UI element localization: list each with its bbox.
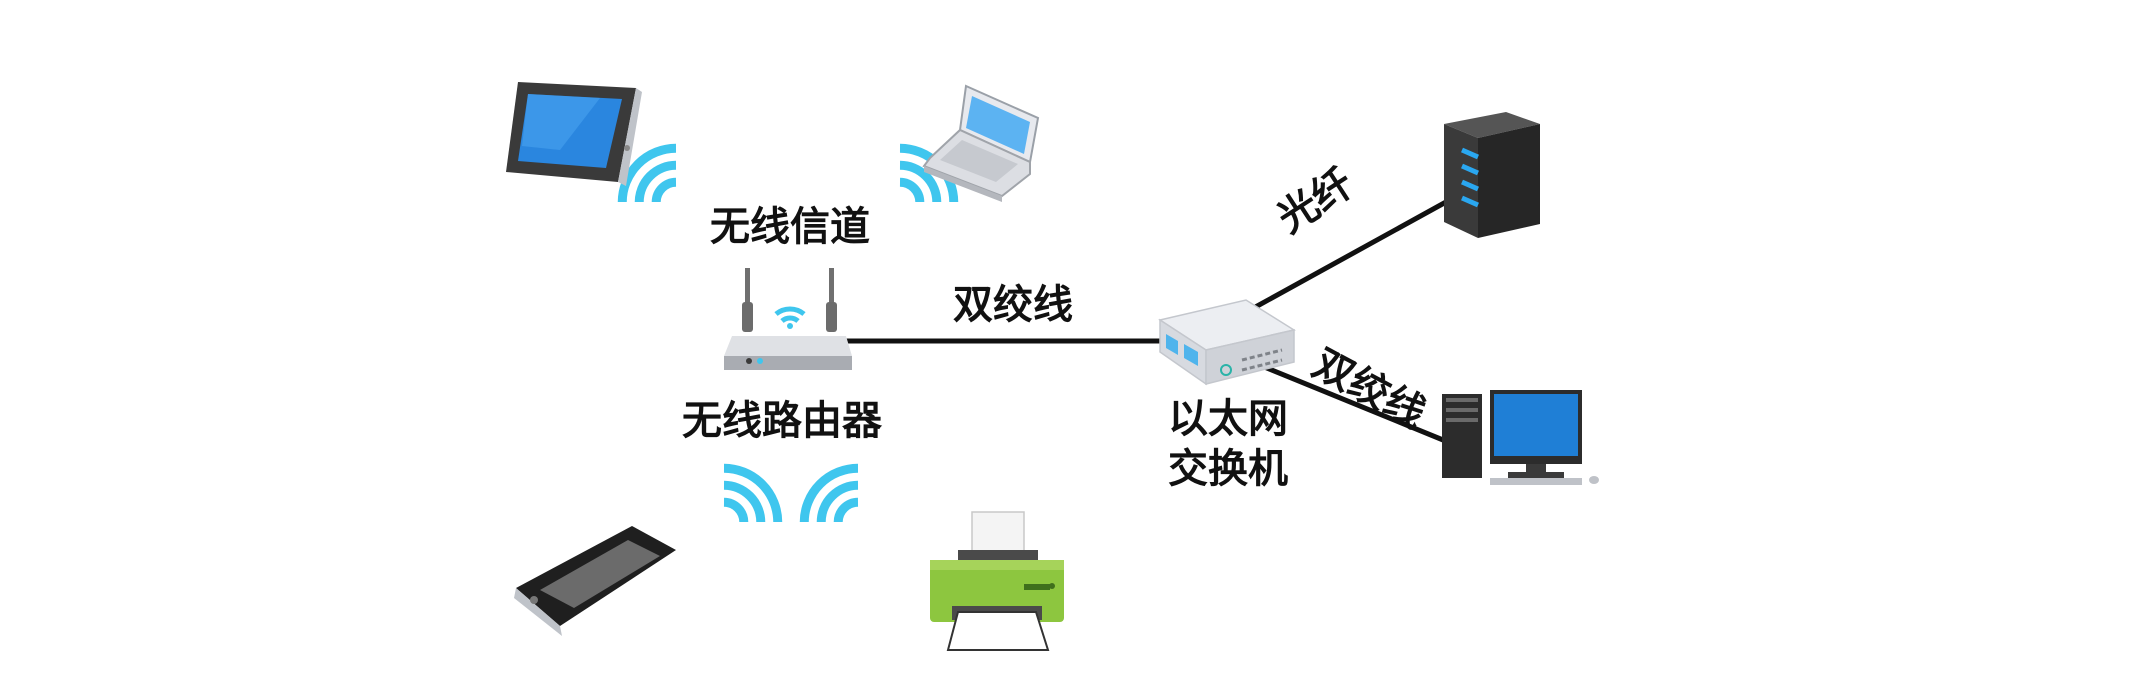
fiber-link-switch-server — [1248, 199, 1448, 313]
ethernet-switch-label-line-2: 交换机 — [1168, 446, 1288, 492]
server-icon — [1444, 112, 1540, 238]
printer-icon — [930, 511, 1064, 651]
ethernet-switch-icon — [1158, 299, 1296, 386]
ethernet-switch-label: 以太网 交换机 — [1168, 394, 1288, 494]
wireless-router-label: 无线路由器 — [682, 398, 882, 444]
wireless-router-icon — [724, 268, 852, 370]
wifi-signal-icon-bottom-right — [799, 463, 859, 523]
laptop-icon — [922, 84, 1040, 202]
wireless-channel-label: 无线信道 — [710, 204, 870, 250]
twisted-pair-link-switch-pc — [1261, 363, 1449, 445]
ethernet-switch-label-line-1: 以太网 — [1168, 396, 1288, 442]
smartphone-icon — [514, 526, 676, 636]
twisted-pair-label-router-switch: 双绞线 — [953, 282, 1073, 328]
tablet-icon — [506, 82, 642, 186]
wifi-signal-icon-top-left — [617, 143, 677, 203]
desktop-computer-icon — [1442, 390, 1599, 485]
wifi-signal-icon-bottom-left — [723, 463, 783, 523]
